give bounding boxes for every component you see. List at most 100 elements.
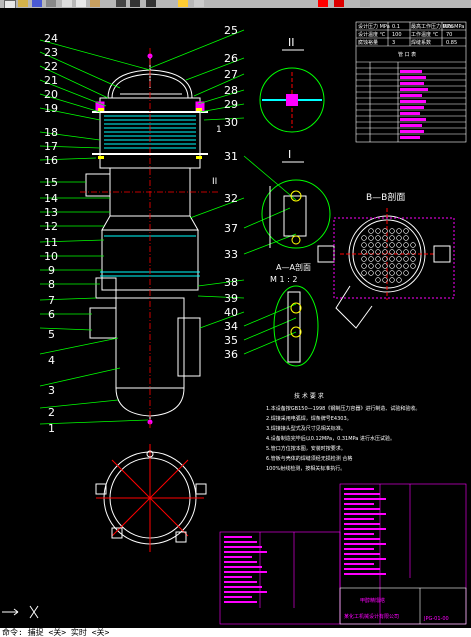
tube-hole — [368, 256, 374, 262]
tube-hole — [396, 249, 402, 255]
tube-hole — [361, 235, 367, 241]
part-number: 5 — [48, 328, 55, 341]
tube-hole — [389, 242, 395, 248]
tube-hole — [368, 228, 374, 234]
part-number: 17 — [44, 140, 58, 153]
tube-hole — [361, 256, 367, 262]
tube-hole — [375, 228, 381, 234]
view-label: B—B剖面 — [366, 191, 405, 203]
paste-icon[interactable] — [90, 0, 100, 7]
save-icon[interactable] — [32, 0, 42, 7]
tube-hole — [396, 277, 402, 283]
tube-hole — [403, 263, 409, 269]
bom-row — [344, 538, 380, 540]
title-block: 甲醇精馏塔 JPG-01-00 某化工机械设计有限公司 — [339, 587, 467, 625]
part-number: 1 — [48, 422, 55, 435]
new-icon[interactable] — [4, 0, 16, 8]
tube-hole — [403, 235, 409, 241]
part-number: 23 — [44, 46, 58, 59]
view-label: A—A剖面 — [276, 262, 311, 272]
command-line[interactable]: 命令: 捕捉 <关> 实时 <关> — [0, 628, 471, 637]
nozzle-table-title: 管 口 表 — [398, 51, 416, 58]
tube-hole — [368, 249, 374, 255]
part-number: 25 — [224, 24, 238, 37]
match-icon[interactable] — [116, 0, 126, 7]
bom-row — [224, 561, 257, 563]
part-number: 38 — [224, 276, 238, 289]
note-line: 5.管口方位按本图，安装时按要求。 — [266, 445, 346, 452]
spec-cell: 100 — [392, 32, 402, 38]
tube-hole — [396, 235, 402, 241]
part-numbers-left: 24 23 22 21 20 19 18 17 16 15 14 13 12 1… — [44, 32, 58, 435]
open-icon[interactable] — [18, 0, 28, 7]
cut-icon[interactable] — [62, 0, 72, 7]
tube-hole — [410, 242, 416, 248]
bom-row — [344, 518, 374, 520]
part-number: 39 — [224, 292, 238, 305]
tube-hole — [361, 263, 367, 269]
nozzle-table-fill — [400, 70, 428, 139]
part-number: 29 — [224, 98, 238, 111]
spec-cell: 0.85 — [446, 40, 457, 46]
bom-row — [224, 556, 252, 558]
print-icon[interactable] — [46, 0, 56, 7]
tube-hole — [368, 242, 374, 248]
center-lines — [80, 48, 220, 428]
drawing-number: JPG-01-00 — [423, 616, 449, 622]
tube-hole — [382, 277, 388, 283]
tube-hole — [382, 249, 388, 255]
zoom-icon[interactable] — [194, 0, 204, 7]
part-number: 2 — [48, 406, 55, 419]
tube-hole — [361, 249, 367, 255]
tube-hole — [368, 263, 374, 269]
tube-hole — [403, 256, 409, 262]
tube-hole — [389, 277, 395, 283]
part-number: 24 — [44, 32, 58, 45]
undo-icon[interactable] — [130, 0, 140, 7]
bom-row — [344, 553, 380, 555]
copy-icon[interactable] — [76, 0, 86, 7]
tube-hole — [375, 235, 381, 241]
redo-icon[interactable] — [146, 0, 156, 7]
bom-row — [344, 548, 374, 550]
bom-row — [224, 546, 262, 548]
properties-icon[interactable] — [318, 0, 328, 7]
note-line: 1.本设备按GB150—1998《钢制压力容器》进行制造、试验和验收。 — [266, 405, 420, 412]
bom-row — [224, 581, 257, 583]
side-mark: II — [212, 177, 217, 187]
part-number: 18 — [44, 126, 58, 139]
part-number: 21 — [44, 74, 58, 87]
tube-hole — [361, 242, 367, 248]
bom-row — [224, 536, 252, 538]
part-number: 28 — [224, 84, 238, 97]
tube-hole — [382, 270, 388, 276]
spec-cell: 设计温度 ℃ — [358, 31, 386, 38]
spec-cell: 腐蚀裕量 — [358, 39, 378, 46]
tube-hole — [410, 249, 416, 255]
note-line: 6.管板与壳体的焊缝须经无损检测 合格 — [266, 455, 352, 462]
layer-icon[interactable] — [334, 0, 344, 7]
tube-hole — [410, 263, 416, 269]
part-number: 22 — [44, 60, 58, 73]
bom-row — [344, 493, 380, 495]
part-number: 7 — [48, 294, 55, 307]
note-line: 3.焊接接头型式及尺寸见相关标准。 — [266, 425, 346, 432]
drawing-title: 甲醇精馏塔 — [360, 597, 385, 604]
part-number: 12 — [44, 220, 58, 233]
part-number: 35 — [224, 334, 238, 347]
tube-hole — [389, 256, 395, 262]
bom-row — [224, 566, 262, 568]
tube-hole — [396, 256, 402, 262]
bom-row — [344, 573, 386, 575]
part-number: 37 — [224, 222, 238, 235]
snap-icon[interactable] — [360, 0, 370, 7]
technical-notes: 技 术 要 求 1.本设备按GB150—1998《钢制压力容器》进行制造、试验和… — [266, 392, 420, 472]
bom-row — [344, 543, 386, 545]
tube-hole — [396, 242, 402, 248]
vessel-elevation — [85, 53, 208, 425]
ucs-icon — [2, 605, 39, 619]
pan-icon[interactable] — [178, 0, 188, 7]
command-prompt: 命令: 捕捉 <关> 实时 <关> — [2, 628, 110, 637]
drawing-canvas[interactable]: 24 23 22 21 20 19 18 17 16 15 14 13 12 1… — [0, 8, 471, 628]
spec-header: 0.1 — [392, 24, 400, 30]
